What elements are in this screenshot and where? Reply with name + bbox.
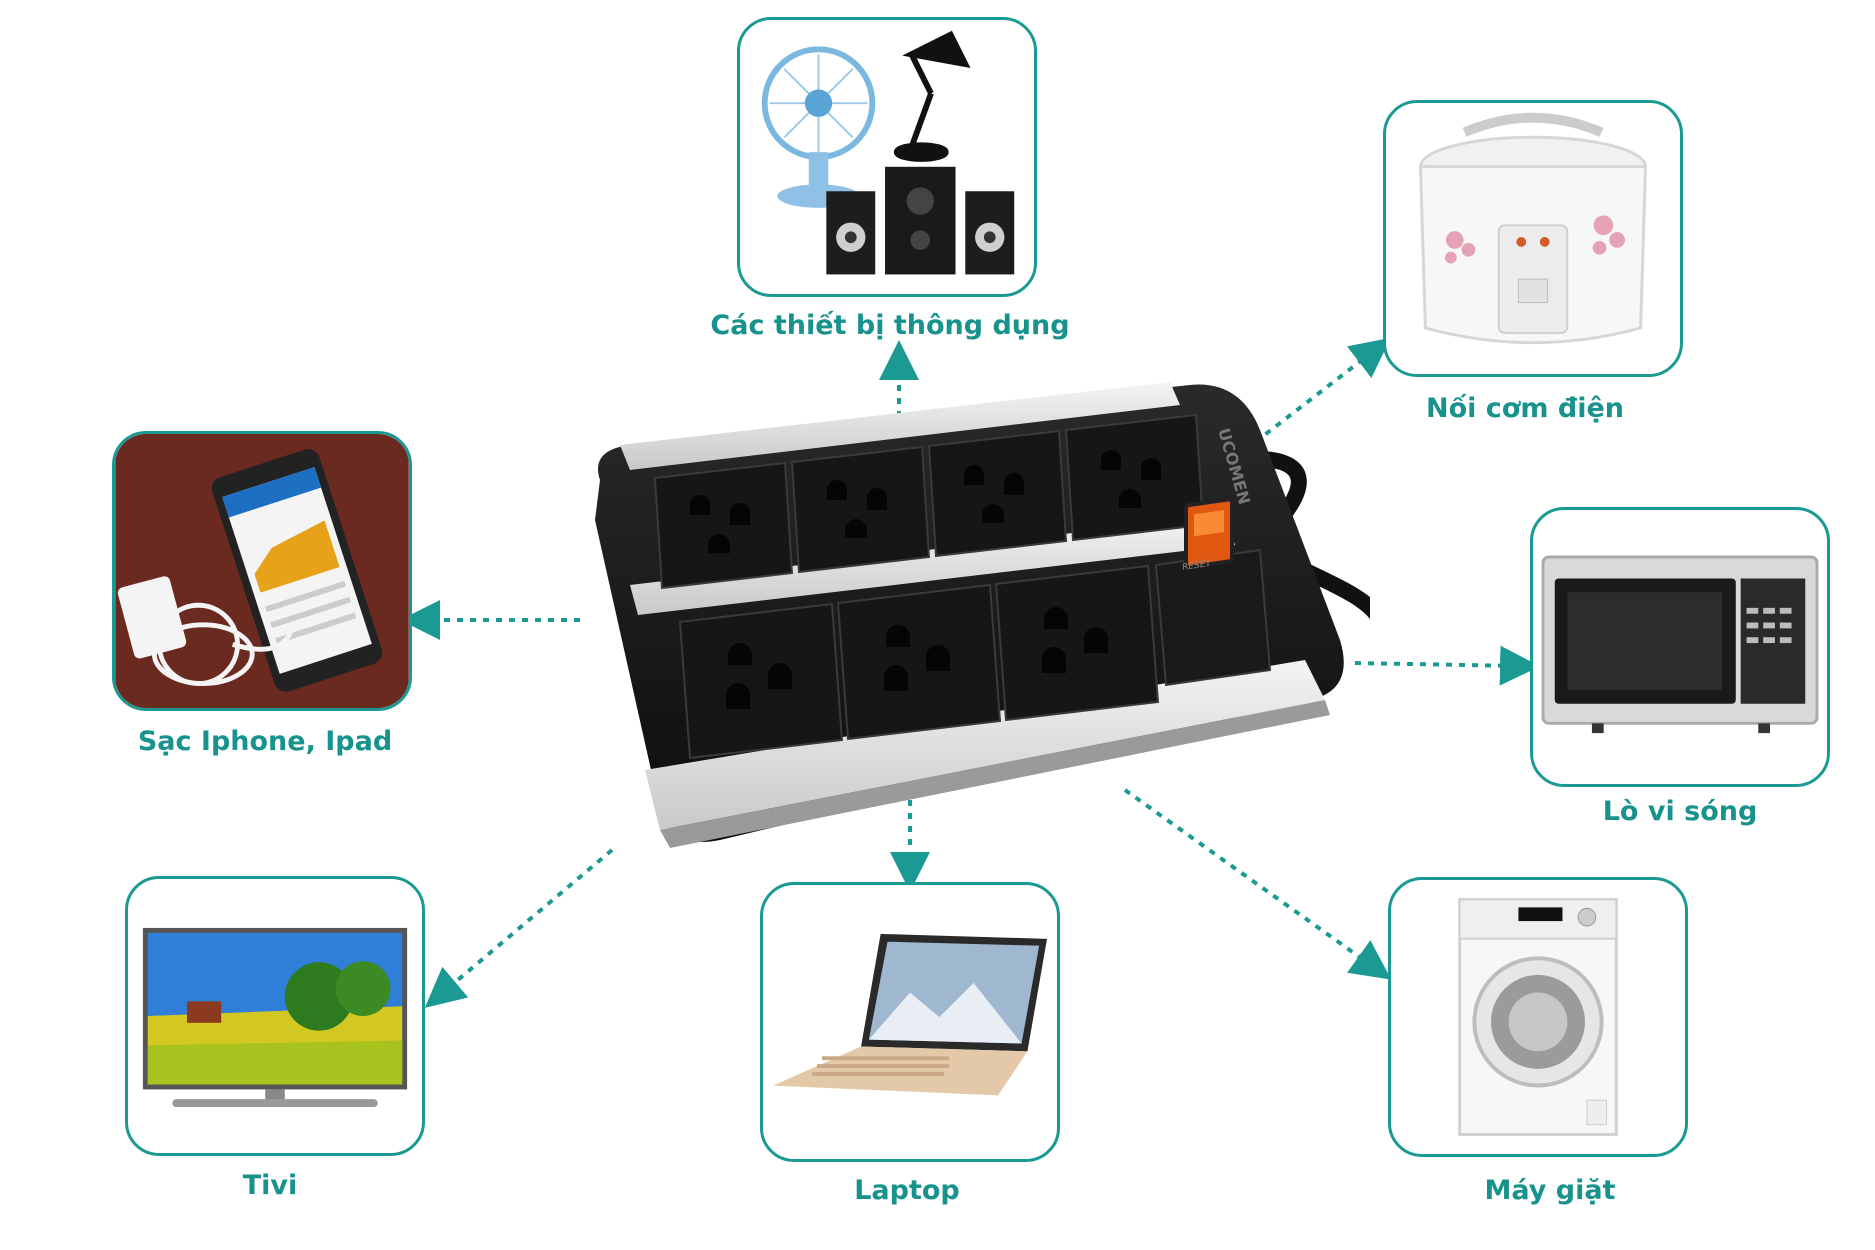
rice-cooker-icon [1418,112,1648,345]
arrow-to-microwave [1354,645,1540,686]
desk-lamp-icon [893,30,971,162]
washing-machine-icon [1458,898,1618,1136]
power-strip: RESET UCOMEN [595,382,1370,848]
charger-card [112,431,412,711]
arrow-to-tv [424,848,614,1008]
common-devices-label: Các thiết bị thông dụng [710,310,1070,341]
charger-icon [117,576,294,686]
washer-card [1388,877,1688,1157]
laptop-icon [773,933,1047,1096]
rice-cooker-label: Nối cơm điện [1425,393,1625,424]
speaker-system-icon [826,166,1015,275]
rice-cooker-card [1383,100,1683,377]
tv-label: Tivi [242,1170,298,1201]
microwave-label: Lò vi sóng [1602,796,1758,827]
laptop-label: Laptop [854,1175,960,1206]
smartphone-icon [211,449,383,692]
tv-icon [142,927,408,1108]
washer-label: Máy giặt [1484,1175,1616,1206]
charger-label: Sạc Iphone, Ipad [137,726,393,757]
microwave-icon [1541,555,1819,734]
fan-icon [761,46,876,208]
tv-card [125,876,425,1156]
common-devices-card [737,17,1037,297]
reset-switch-label: RESET [1182,559,1211,573]
arrow-to-rice-cooker [1243,337,1391,452]
laptop-card [760,882,1060,1162]
microwave-card [1530,507,1830,787]
